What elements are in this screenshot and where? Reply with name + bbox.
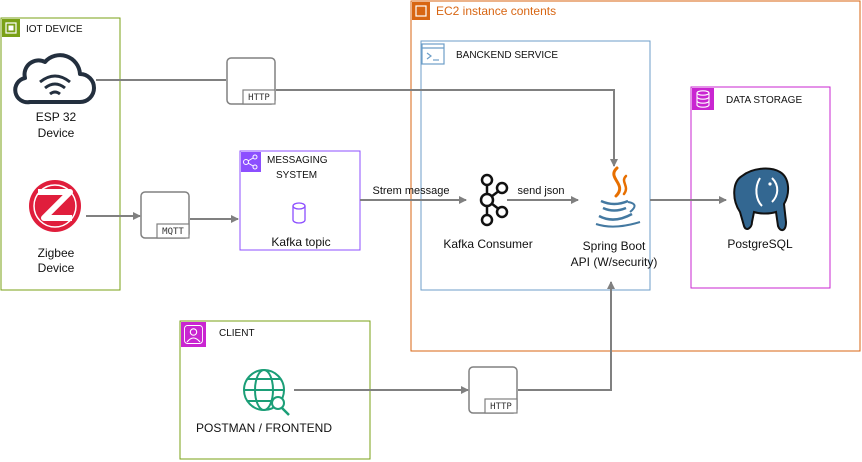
client-user-icon (184, 325, 203, 344)
ec2-group: EC2 instance contents (410, 0, 861, 352)
edges (86, 79, 727, 394)
esp32-label-line2: Device (38, 126, 75, 140)
kafka-consumer-label: Kafka Consumer (443, 237, 532, 251)
http-bottom-label: HTTP (490, 402, 512, 412)
data-storage-group: DATA STORAGE (690, 86, 831, 289)
client-app: POSTMAN / FRONTEND (196, 369, 332, 435)
zigbee-label-line1: Zigbee (38, 246, 75, 260)
send-json-label: send json (517, 185, 564, 197)
backend-service-group: BANCKEND SERVICE (420, 40, 651, 291)
spring-label-line2: API (W/security) (571, 255, 658, 269)
spring-label-line1: Spring Boot (583, 239, 646, 253)
java-icon (595, 166, 641, 228)
topic-cylinder-icon (292, 202, 306, 224)
esp32-device: ESP 32 Device (13, 53, 96, 140)
chip-icon (5, 22, 17, 34)
http-protocol-top: HTTP (226, 57, 276, 105)
postgres-elephant-icon (733, 167, 790, 232)
postgres-label: PostgreSQL (727, 237, 793, 251)
mqtt-protocol: MQTT (140, 191, 190, 239)
messaging-icon (243, 154, 258, 170)
globe-search-icon (243, 369, 290, 416)
ec2-title: EC2 instance contents (436, 4, 556, 18)
kafka-icon (479, 173, 509, 227)
kafka-topic: Kafka topic (271, 202, 331, 249)
zigbee-device: Zigbee Device (29, 180, 81, 275)
cloud-wifi-icon (13, 53, 96, 105)
kafka-topic-label: Kafka topic (271, 235, 330, 249)
mqtt-label: MQTT (162, 227, 184, 237)
zigbee-icon (29, 180, 81, 232)
http-protocol-bottom: HTTP (468, 366, 518, 414)
edge-http-to-spring-bottom (518, 281, 615, 391)
backend-service-title: BANCKEND SERVICE (456, 50, 558, 61)
http-top-label: HTTP (248, 93, 270, 103)
data-storage-title: DATA STORAGE (726, 95, 802, 106)
stream-message-label: Strem message (372, 185, 449, 197)
iot-device-group: IOT DEVICE (0, 17, 121, 291)
database-icon (696, 90, 710, 108)
zigbee-label-line2: Device (38, 261, 75, 275)
client-title: CLIENT (219, 328, 255, 339)
terminal-icon (421, 43, 445, 65)
spring-boot-api: Spring Boot API (W/security) (571, 166, 658, 269)
messaging-title-line2: SYSTEM (276, 170, 317, 181)
edge-http-to-spring (276, 89, 618, 167)
esp32-label-line1: ESP 32 (36, 110, 77, 124)
ec2-chip-icon (415, 5, 427, 17)
messaging-title-line1: MESSAGING (267, 155, 328, 166)
iot-device-title: IOT DEVICE (26, 24, 83, 35)
postgresql: PostgreSQL (727, 167, 793, 251)
kafka-consumer: Kafka Consumer (443, 173, 533, 251)
client-app-label: POSTMAN / FRONTEND (196, 421, 332, 435)
